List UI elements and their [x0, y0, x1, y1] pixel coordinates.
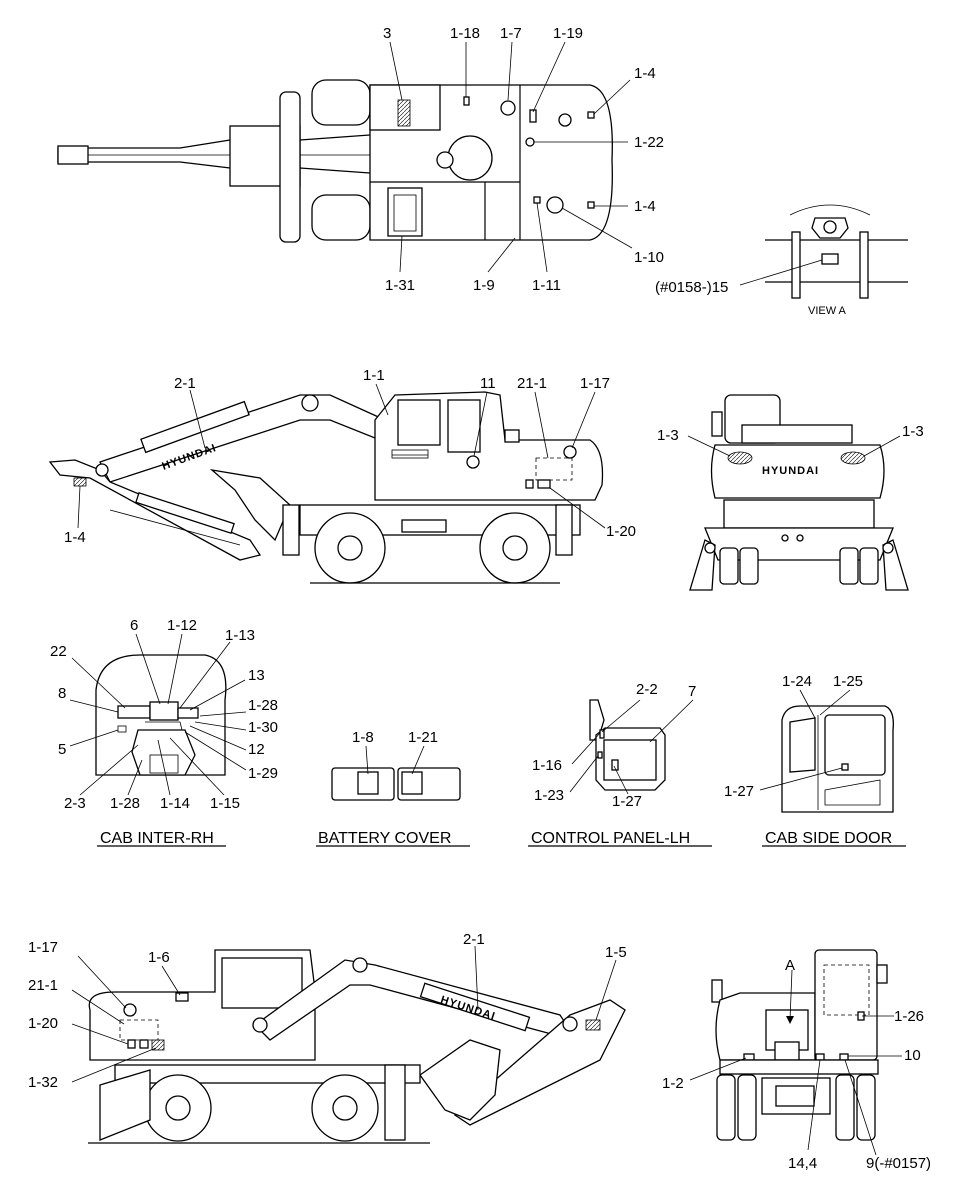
side-right-label-1-1: 1-1 — [363, 367, 385, 384]
rear-view: HYUNDAI 1-3 1-3 — [657, 394, 924, 591]
cab-inter-label-13: 13 — [248, 667, 265, 684]
top-label-1-19: 1-19 — [553, 25, 583, 42]
side-left-label-1-20: 1-20 — [28, 1015, 58, 1032]
front-label-1-2: 1-2 — [662, 1075, 684, 1092]
side-right-label-1-20: 1-20 — [606, 523, 636, 540]
top-label-3: 3 — [383, 25, 391, 42]
cab-inter-label-1-13: 1-13 — [225, 627, 255, 644]
side-right-label-1-17: 1-17 — [580, 375, 610, 392]
cab-inter-rh-view: 6 1-12 1-13 22 13 8 1-28 1-30 5 12 1-29 … — [50, 617, 278, 847]
cab-door-label-1-24: 1-24 — [782, 673, 812, 690]
top-label-1-4-a: 1-4 — [634, 65, 656, 82]
battery-cover-view: 1-8 1-21 BATTERY COVER — [316, 729, 470, 847]
top-label-1-11: 1-11 — [532, 277, 561, 294]
side-right-label-21-1: 21-1 — [517, 375, 547, 392]
side-right-label-2-1: 2-1 — [174, 375, 196, 392]
control-panel-label-1-23: 1-23 — [534, 787, 564, 804]
control-panel-lh-view: 2-2 7 1-16 1-23 1-27 CONTROL PANEL-LH — [528, 681, 712, 847]
control-panel-caption: CONTROL PANEL-LH — [531, 830, 690, 847]
view-a: (#0158-)15 VIEW A — [655, 204, 908, 317]
cab-inter-label-1-15: 1-15 — [210, 795, 240, 812]
control-panel-label-1-16: 1-16 — [532, 757, 562, 774]
side-left-label-1-5: 1-5 — [605, 944, 627, 961]
top-label-1-31: 1-31 — [385, 277, 415, 294]
cab-inter-label-2-3: 2-3 — [64, 795, 86, 812]
cab-inter-label-6: 6 — [130, 617, 138, 634]
front-view: A 1-26 10 1-2 14,4 9(-#0157) — [662, 949, 931, 1172]
front-label-A: A — [785, 957, 795, 974]
cab-inter-label-1-28-bottom: 1-28 — [110, 795, 140, 812]
rear-label-1-3-left: 1-3 — [657, 427, 679, 444]
cab-inter-label-8: 8 — [58, 685, 66, 702]
side-left-label-2-1: 2-1 — [463, 931, 485, 948]
top-label-1-18: 1-18 — [450, 25, 480, 42]
front-label-9: 9(-#0157) — [866, 1155, 931, 1172]
top-label-1-10: 1-10 — [634, 249, 664, 266]
front-label-1-26: 1-26 — [894, 1008, 924, 1025]
view-a-label-15: (#0158-)15 — [655, 279, 728, 296]
view-a-caption: VIEW A — [808, 305, 847, 317]
control-panel-label-7: 7 — [688, 683, 696, 700]
side-right-label-11: 11 — [480, 375, 496, 392]
side-left-view: HYUNDAI 1-17 1-6 2-1 1-5 21-1 1-20 1-32 — [28, 931, 627, 1144]
top-view: 3 1-18 1-7 1-19 1-4 1-22 1-4 1-10 1-31 1… — [57, 25, 664, 294]
control-panel-label-1-27: 1-27 — [612, 793, 642, 810]
rear-label-1-3-right: 1-3 — [902, 423, 924, 440]
side-left-label-1-32: 1-32 — [28, 1074, 58, 1091]
cab-door-caption: CAB SIDE DOOR — [765, 830, 892, 847]
side-left-label-1-17: 1-17 — [28, 939, 58, 956]
cab-inter-caption: CAB INTER-RH — [100, 830, 214, 847]
battery-caption: BATTERY COVER — [318, 830, 451, 847]
cab-door-label-1-27: 1-27 — [724, 783, 754, 800]
cab-inter-label-1-12: 1-12 — [167, 617, 197, 634]
cab-door-label-1-25: 1-25 — [833, 673, 863, 690]
battery-label-1-8: 1-8 — [352, 729, 374, 746]
side-right-label-1-4: 1-4 — [64, 529, 86, 546]
battery-label-1-21: 1-21 — [408, 729, 438, 746]
cab-inter-label-1-14: 1-14 — [160, 795, 190, 812]
top-label-1-4-b: 1-4 — [634, 198, 656, 215]
cab-inter-label-12: 12 — [248, 741, 265, 758]
side-left-label-21-1: 21-1 — [28, 977, 58, 994]
rear-brand: HYUNDAI — [762, 465, 819, 477]
cab-inter-label-1-29: 1-29 — [248, 765, 278, 782]
front-label-14-4: 14,4 — [788, 1155, 817, 1172]
side-right-view: HYUNDAI 2-1 1-1 — [48, 367, 636, 584]
cab-inter-label-1-30: 1-30 — [248, 719, 278, 736]
top-label-1-9: 1-9 — [473, 277, 495, 294]
top-label-1-7: 1-7 — [500, 25, 522, 42]
side-left-label-1-6: 1-6 — [148, 949, 170, 966]
front-label-10: 10 — [904, 1047, 921, 1064]
top-label-1-22: 1-22 — [634, 134, 664, 151]
cab-inter-label-1-28-top: 1-28 — [248, 697, 278, 714]
cab-inter-label-5: 5 — [58, 741, 66, 758]
cab-side-door-view: 1-24 1-25 1-27 CAB SIDE DOOR — [724, 673, 906, 847]
control-panel-label-2-2: 2-2 — [636, 681, 658, 698]
cab-inter-label-22: 22 — [50, 643, 67, 660]
